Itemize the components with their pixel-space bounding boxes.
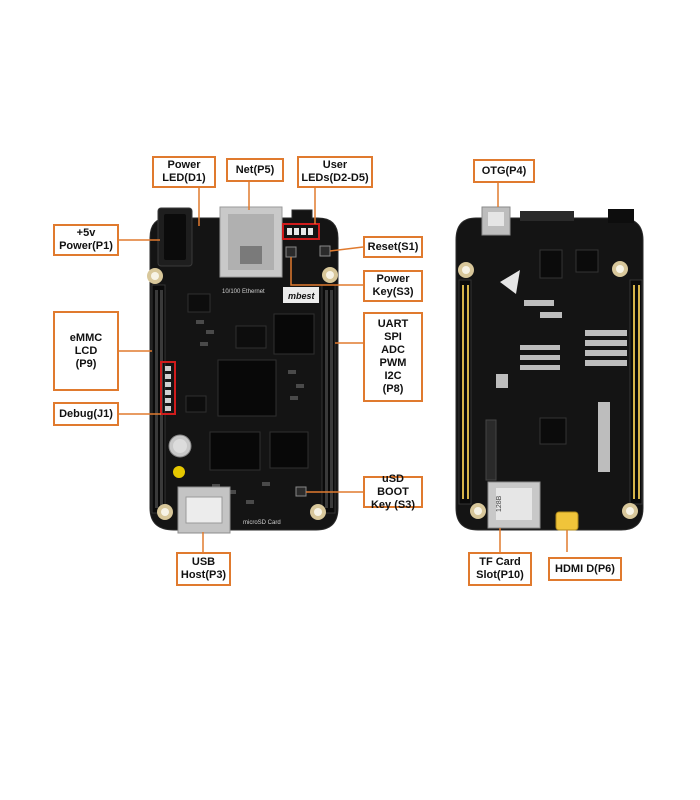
back-header-left (458, 279, 472, 505)
back-board: 128B (455, 206, 644, 531)
leader-lines (119, 182, 568, 552)
front-chip-cpu (217, 359, 277, 417)
label-usd-boot: uSD BOOT Key (S3) (363, 473, 423, 511)
label-net: Net(P5) (226, 158, 284, 182)
label-hdmi: HDMI D(P6) (548, 557, 622, 581)
user-leds (282, 223, 320, 240)
power-key-button (285, 246, 297, 258)
silk-ethernet: 10/100 Ethernet (222, 289, 265, 295)
capacitor-yellow (173, 466, 185, 478)
label-debug: Debug(J1) (53, 402, 119, 426)
silk-logo: mbest (288, 291, 316, 301)
back-board-outline (455, 217, 644, 531)
label-power-key: Power Key(S3) (363, 270, 423, 302)
label-power-5v: +5v Power(P1) (53, 224, 119, 256)
front-board: 10/100 Ethernet mbest (147, 206, 339, 534)
label-uart-group: UART SPI ADC PWM I2C (P8) (363, 312, 423, 402)
front-chip-pmic (273, 313, 315, 355)
silk-card-slot: 128B (496, 495, 503, 512)
label-power-led: Power LED(D1) (152, 156, 216, 188)
front-chip-ram (209, 431, 261, 471)
header-p9 (151, 284, 166, 514)
label-otg: OTG(P4) (473, 159, 535, 183)
silk-microsd: microSD Card (243, 520, 281, 526)
back-logo (500, 270, 520, 294)
label-tf-card: TF Card Slot(P10) (468, 552, 532, 586)
label-emmc-lcd: eMMC LCD (P9) (53, 311, 119, 391)
label-reset: Reset(S1) (363, 236, 423, 258)
front-chip-emmc (269, 431, 309, 469)
usd-boot-button (295, 486, 307, 497)
hdmi-port (555, 511, 579, 531)
label-user-leds: User LEDs(D2-D5) (297, 156, 373, 188)
header-p8 (321, 284, 336, 514)
reset-button (319, 245, 331, 257)
back-header-right (629, 279, 643, 505)
debug-header (160, 361, 176, 415)
label-usb-host: USB Host(P3) (176, 552, 231, 586)
embest-logo (283, 287, 319, 303)
